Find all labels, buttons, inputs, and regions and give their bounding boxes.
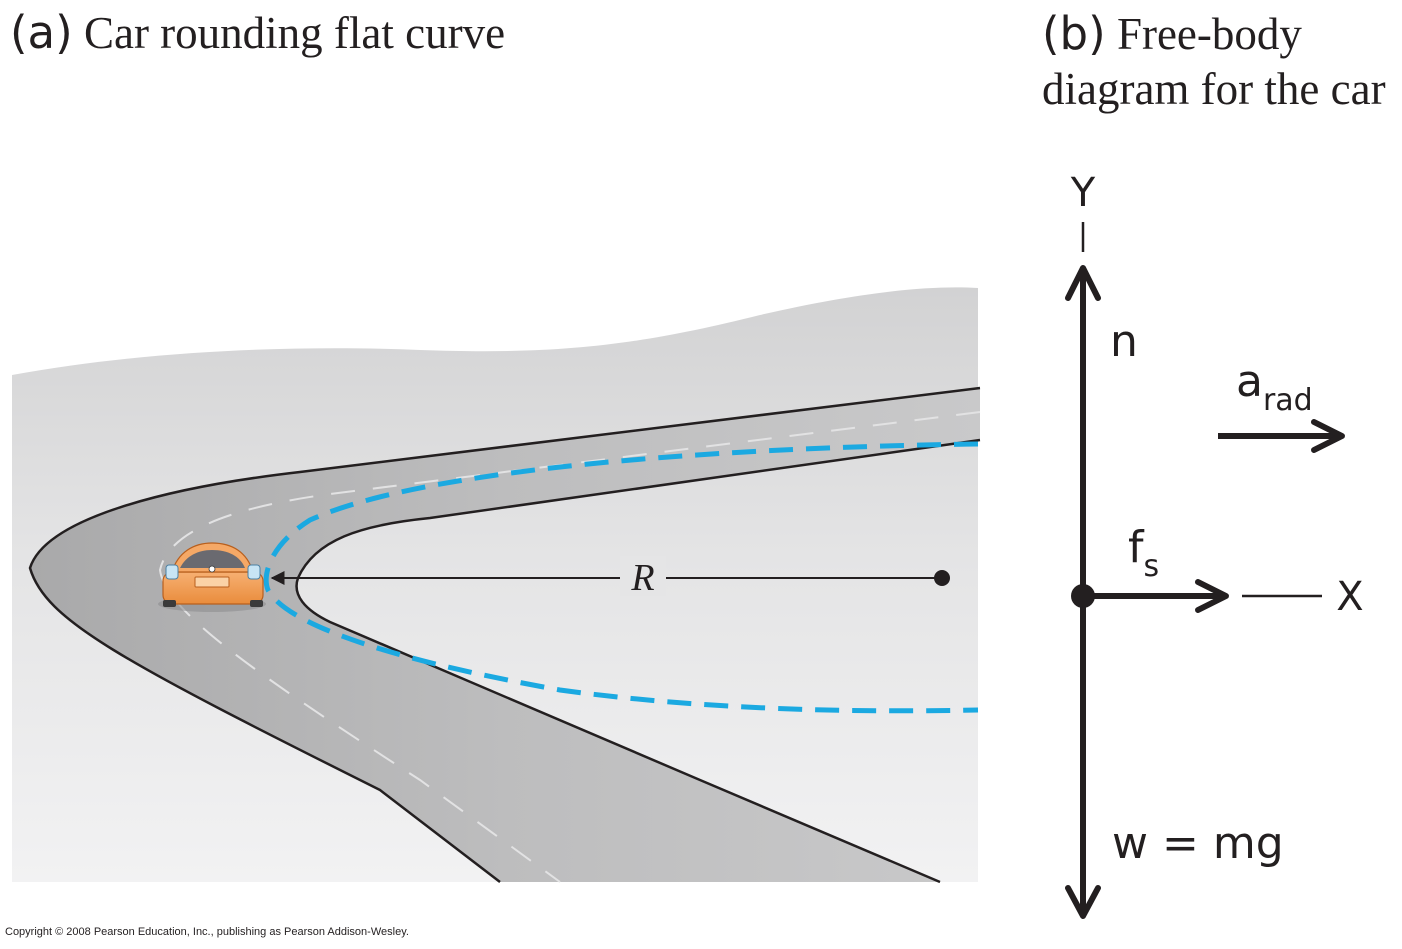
accel-label-main: a [1236, 356, 1263, 407]
panel-b-title-line1: Free-body [1116, 9, 1302, 59]
panel-a-title-text: Car rounding flat curve [83, 8, 506, 58]
lane-center-line [158, 411, 981, 883]
panel-b-title-line2: diagram for the car [1042, 64, 1386, 114]
copyright-notice: Copyright © 2008 Pearson Education, Inc.… [5, 926, 409, 938]
panel-a-title: (a) Car rounding flat curve [10, 6, 505, 59]
y-axis-label: Y [1070, 170, 1096, 216]
curve-center-dot [934, 570, 950, 586]
normal-force-label: n [1110, 316, 1138, 367]
accel-arrowhead [1311, 419, 1345, 453]
friction-label-main: f [1128, 522, 1145, 573]
road [30, 388, 980, 882]
x-axis-label: X [1336, 574, 1363, 620]
panel-a-letter: (a) [10, 6, 73, 59]
car-circular-path [263, 441, 979, 714]
friction-label-subscript: s [1144, 549, 1160, 584]
panel-b-letter: (b) [1042, 7, 1106, 60]
road-inner-edge [295, 438, 981, 884]
car [158, 542, 266, 612]
origin-dot [1071, 584, 1095, 608]
radius-label-bg [620, 556, 666, 596]
friction-arrowhead [1195, 579, 1229, 613]
radius-label: R [630, 557, 654, 599]
panel-b-title: (b) Free-body diagram for the car [1042, 6, 1386, 117]
normal-force-arrowhead [1065, 265, 1101, 301]
accel-label-subscript: rad [1263, 383, 1313, 418]
weight-arrowhead [1065, 885, 1101, 919]
accel-label: arad [1236, 356, 1313, 418]
friction-label: fs [1128, 522, 1159, 584]
weight-label: w = mg [1112, 818, 1284, 869]
road-outer-edge [28, 386, 981, 883]
